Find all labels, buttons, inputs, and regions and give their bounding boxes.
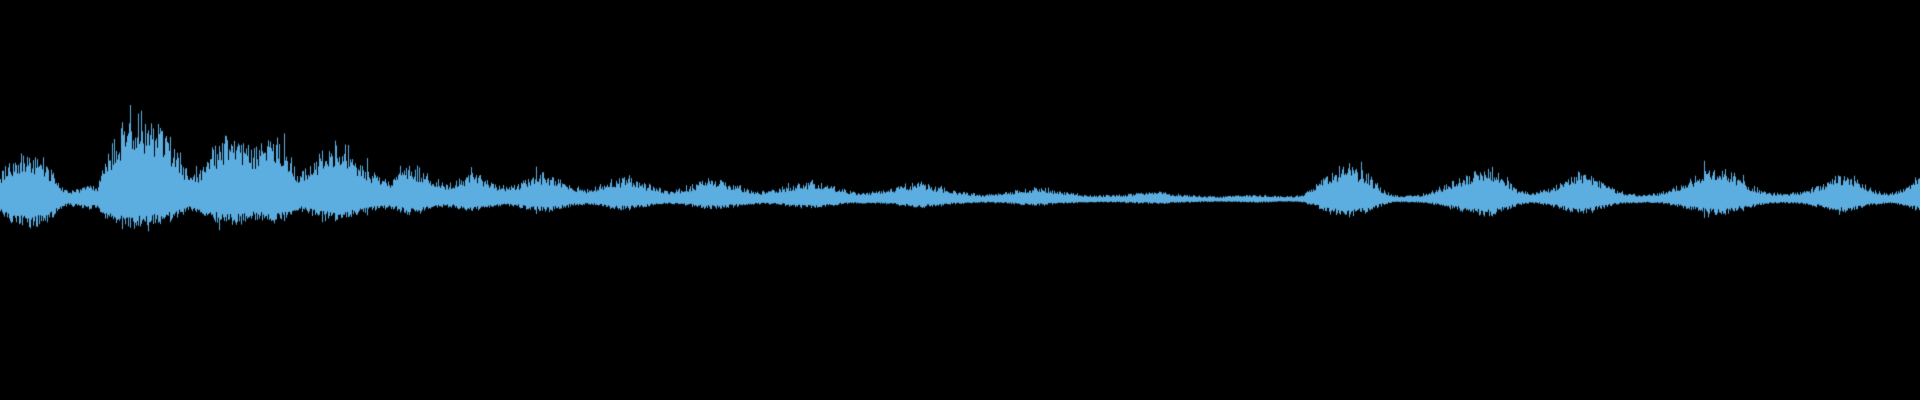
waveform-viewer[interactable] bbox=[0, 0, 1920, 400]
audio-waveform-canvas[interactable] bbox=[0, 0, 1920, 400]
